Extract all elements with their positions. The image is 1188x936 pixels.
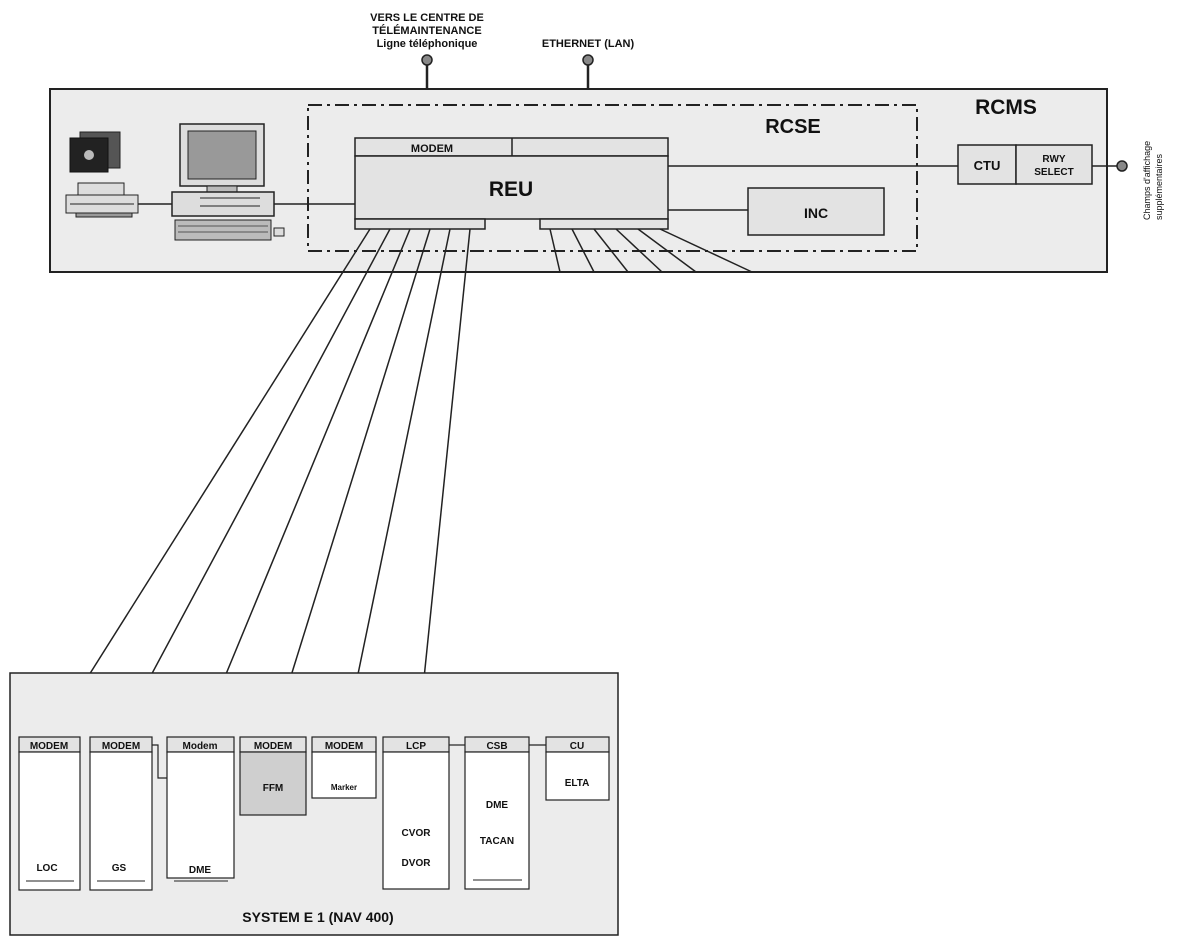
system-title: SYSTEM E 1 (NAV 400) [242,909,393,925]
reu-block [354,155,669,220]
telephone-line-label: Ligne téléphonique [377,38,478,50]
system-unit-gs: MODEM GS [89,736,153,891]
ethernet-connector-icon [582,54,594,66]
rwy-select-block [1015,144,1093,185]
system-unit-cu: CU ELTA [545,736,610,801]
computer-icon [171,123,285,241]
reu-port-left [354,218,486,230]
unit-label: FFM [263,783,284,794]
rwy-select-line2: SELECT [1034,167,1073,178]
unit-label: ELTA [565,778,590,789]
rwy-select-line1: RWY [1042,154,1065,165]
system-unit-links [152,744,546,779]
unit-label: GS [112,863,127,874]
system-unit-ffm: MODEM FFM [239,736,307,816]
reu-label: REU [489,178,533,201]
reu-right-fanout-lines [549,228,753,273]
unit-header: MODEM [30,741,68,752]
unit-label: DME [189,865,212,876]
unit-label: LOC [36,863,57,874]
unit-label-secondary: DVOR [402,858,432,869]
unit-header: CU [570,741,584,752]
rcse-title: RCSE [765,116,821,138]
rcms-title: RCMS [975,96,1037,119]
side-display-connector-icon [1116,160,1128,172]
unit-label: DME [486,800,509,811]
unit-header: Modem [183,741,218,752]
unit-header: MODEM [254,741,292,752]
unit-header: MODEM [325,741,363,752]
unit-label-secondary: TACAN [480,836,514,847]
ctu-label: CTU [974,158,1001,173]
ctu-block [957,144,1017,185]
telephone-connector-icon [421,54,433,66]
system-unit-loc: MODEM LOC [18,736,81,891]
side-display-label-line2: supplémentaires [1154,153,1164,220]
reu-port-right [539,218,669,230]
inc-label: INC [804,205,828,221]
ethernet-label: ETHERNET (LAN) [542,38,635,50]
unit-label: Marker [331,783,357,792]
inc-block [747,187,885,236]
system-unit-dme: Modem DME [166,736,235,882]
system-unit-lcp: LCP CVOR DVOR [382,736,450,890]
telemaintenance-label-line2: TÉLÉMAINTENANCE [372,24,481,37]
system-unit-marker: MODEM Marker [311,736,377,799]
disk-drive-icon [69,131,121,173]
reu-modem-label: MODEM [411,143,453,155]
unit-header: LCP [406,741,426,752]
system-unit-csb: CSB DME TACAN [464,736,530,890]
printer-icon [65,182,139,218]
telemaintenance-label-line1: VERS LE CENTRE DE [370,12,484,24]
reu-system-links [49,228,471,738]
rcse-region [307,104,918,252]
unit-header: MODEM [102,741,140,752]
unit-header: CSB [486,741,507,752]
unit-label: CVOR [402,828,432,839]
side-display-label-line1: Champs d'affichage [1142,141,1152,220]
